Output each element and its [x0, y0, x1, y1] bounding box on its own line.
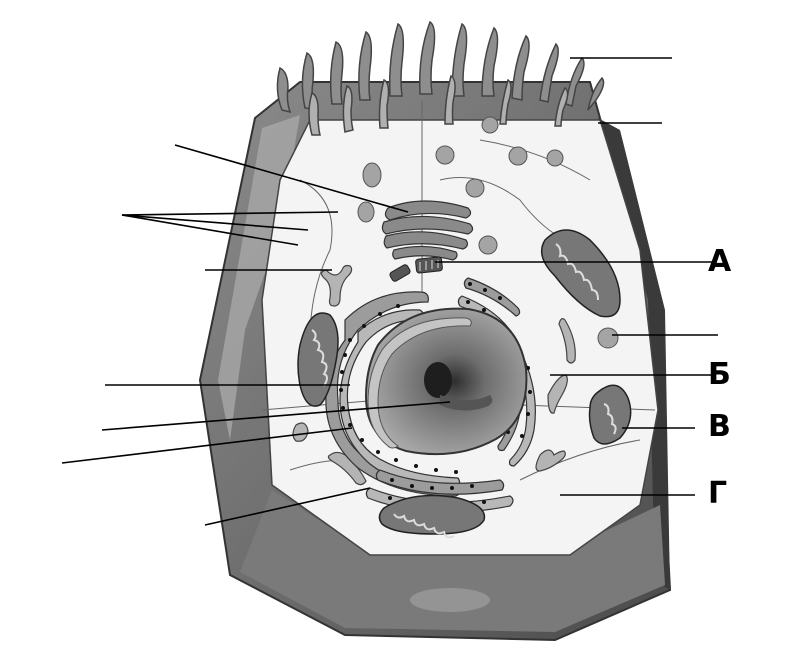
label-a: А [708, 247, 731, 277]
label-g: Г [708, 479, 727, 509]
label-b: Б [708, 360, 731, 390]
label-v: В [708, 412, 731, 442]
nucleus [366, 309, 526, 454]
wall-spot [410, 588, 490, 612]
